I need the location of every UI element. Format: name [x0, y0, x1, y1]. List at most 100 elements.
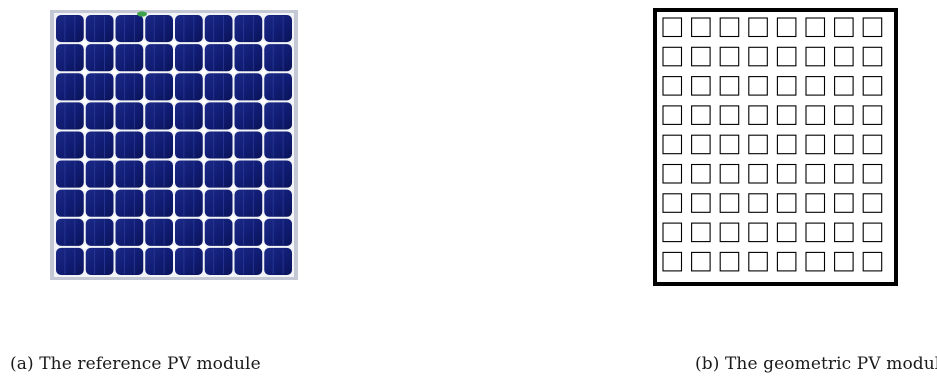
cell-connector-dot — [141, 98, 147, 104]
solar-cell — [204, 102, 233, 130]
cell-connector-dot — [82, 98, 88, 104]
cell-connector-dot — [230, 127, 237, 134]
cell-connector-dot — [141, 244, 147, 250]
geometric-cell — [691, 105, 711, 125]
cell-connector-dot — [82, 244, 88, 250]
solar-cell — [56, 160, 84, 188]
cell-connector-dot — [201, 69, 207, 75]
cell-connector-dot — [260, 186, 266, 192]
geometric-cell — [862, 46, 883, 67]
cell-connector-dot — [260, 98, 266, 104]
cell-connector-dot — [260, 69, 266, 75]
cell-connector-dot — [171, 215, 177, 221]
cell-connector-dot — [111, 186, 118, 192]
geometric-cell — [776, 105, 797, 125]
cell-connector-dot — [82, 186, 88, 192]
geometric-cell-grid — [662, 17, 883, 272]
cell-connector-dot — [111, 244, 118, 250]
solar-cell — [85, 160, 114, 188]
geometric-cell — [862, 17, 883, 38]
geometric-cell — [862, 163, 883, 184]
solar-cell — [264, 160, 292, 188]
geometric-cell — [748, 76, 768, 96]
cell-connector-dot — [141, 186, 147, 192]
solar-cell — [145, 102, 173, 130]
cell-connector-dot — [111, 156, 118, 163]
cell-connector-dot — [201, 244, 207, 250]
solar-cell — [204, 131, 233, 159]
solar-cell — [264, 44, 292, 72]
solar-cell — [264, 102, 292, 130]
cell-connector-dot — [111, 98, 118, 104]
geometric-cell — [748, 251, 768, 272]
geometric-cell — [776, 222, 797, 243]
geometric-cell — [834, 134, 854, 155]
geometric-cell — [748, 46, 768, 67]
solar-cell — [115, 160, 144, 188]
solar-cell — [234, 102, 263, 130]
solar-cell — [145, 131, 173, 159]
geometric-cell — [862, 105, 883, 125]
cell-connector-dot — [260, 40, 266, 46]
geometric-cell — [776, 17, 797, 38]
geometric-cell — [862, 134, 883, 155]
geometric-cell — [691, 134, 711, 155]
solar-cell — [234, 15, 263, 43]
geometric-cell — [776, 251, 797, 272]
cell-connector-dot — [171, 156, 177, 163]
geometric-cell — [834, 193, 854, 213]
subfigure-a — [50, 10, 298, 280]
solar-cell — [85, 15, 114, 43]
geometric-cell — [719, 222, 740, 243]
junction-box-icon — [137, 11, 147, 17]
solar-cell — [175, 44, 203, 72]
geometric-cell — [691, 222, 711, 243]
geometric-cell — [834, 163, 854, 184]
solar-cell — [145, 15, 173, 43]
solar-cell — [264, 73, 292, 101]
solar-cell — [56, 247, 84, 275]
cell-connector-dot — [111, 127, 118, 134]
solar-cell — [56, 131, 84, 159]
geometric-cell — [719, 17, 740, 38]
geometric-cell — [748, 163, 768, 184]
cell-connector-dot — [141, 40, 147, 46]
solar-cell — [145, 44, 173, 72]
caption-a-text: The reference PV module — [39, 354, 261, 374]
geometric-cell — [805, 222, 826, 243]
solar-cell — [115, 44, 144, 72]
cell-connector-dot — [230, 156, 237, 163]
solar-cell — [115, 73, 144, 101]
geometric-cell — [776, 193, 797, 213]
solar-cell — [204, 44, 233, 72]
geometric-cell — [662, 17, 683, 38]
solar-cell — [175, 131, 203, 159]
geometric-cell — [805, 105, 826, 125]
cell-connector-dot — [230, 98, 237, 104]
solar-cell — [175, 73, 203, 101]
cell-connector-dot — [171, 127, 177, 134]
geometric-cell — [662, 76, 683, 96]
solar-cell — [234, 73, 263, 101]
geometric-cell — [748, 222, 768, 243]
geometric-cell — [805, 76, 826, 96]
subfigure-b — [653, 8, 898, 286]
solar-cell — [85, 189, 114, 217]
cell-connector-dot — [111, 215, 118, 221]
geometric-cell — [805, 251, 826, 272]
geometric-cell — [834, 17, 854, 38]
cell-connector-dot — [141, 156, 147, 163]
cell-connector-dot — [230, 69, 237, 75]
geometric-cell — [691, 46, 711, 67]
geometric-cell — [862, 222, 883, 243]
cell-connector-dot — [82, 156, 88, 163]
solar-cell — [234, 189, 263, 217]
geometric-cell — [719, 193, 740, 213]
geometric-cell — [862, 193, 883, 213]
solar-cell — [234, 160, 263, 188]
geometric-cell — [805, 17, 826, 38]
solar-cell — [204, 247, 233, 275]
geometric-cell — [662, 251, 683, 272]
geometric-cell — [662, 105, 683, 125]
solar-cell — [115, 102, 144, 130]
